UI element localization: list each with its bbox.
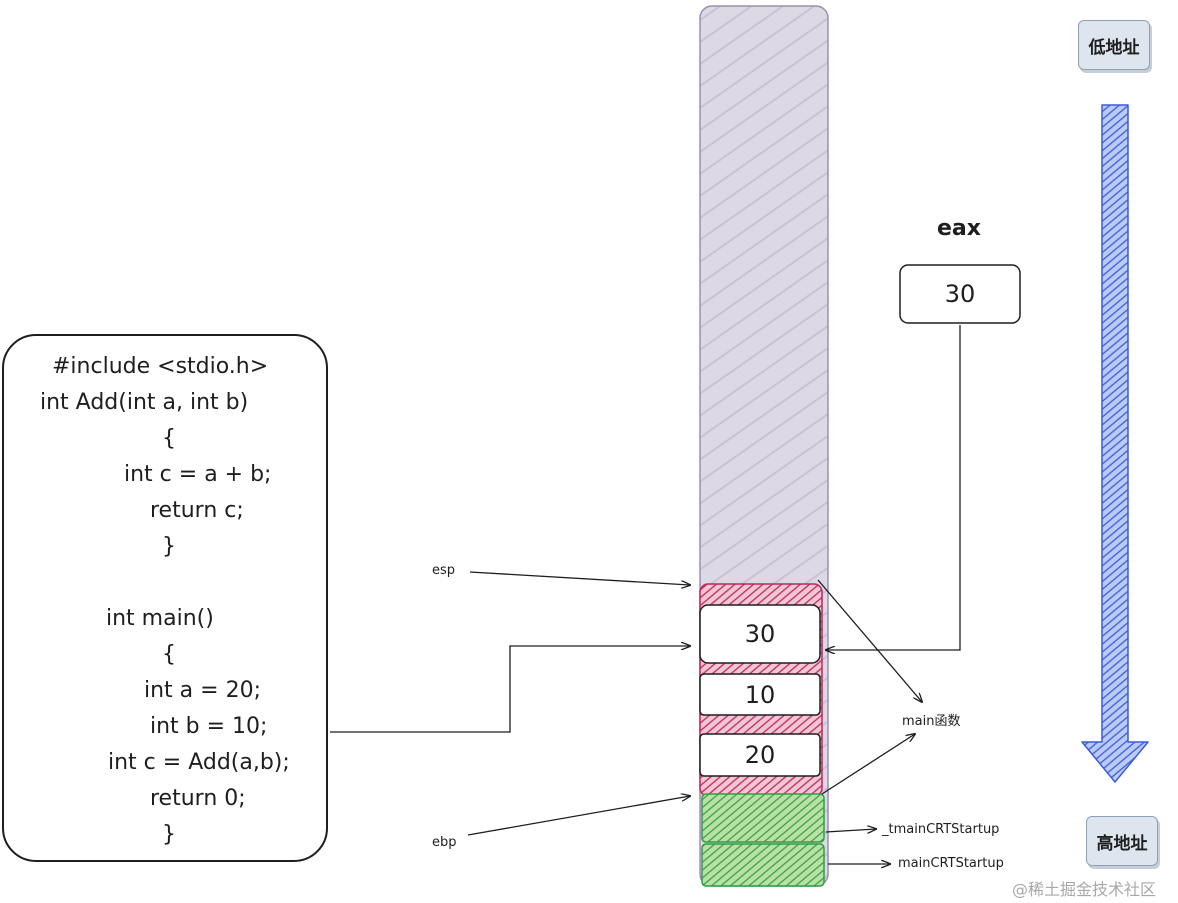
code-line: int c = Add(a,b); — [108, 750, 290, 775]
tmaincrtstartup-block — [701, 793, 825, 843]
low-address-badge: 低地址 — [1078, 20, 1150, 70]
code-line: int a = 20; — [144, 678, 261, 703]
code-line: int Add(int a, int b) — [40, 390, 249, 415]
esp-label: esp — [432, 563, 456, 578]
ebp-arrow — [467, 796, 690, 836]
code-line: { — [162, 426, 176, 451]
stack-cell-b — [699, 673, 821, 716]
code-line: int c = a + b; — [124, 462, 272, 487]
tmaincrtstartup-arrow — [825, 829, 876, 832]
code-line: return c; — [150, 498, 244, 523]
code-line: int b = 10; — [150, 714, 268, 739]
code-line: } — [162, 822, 176, 847]
code-box: #include <stdio.h> int Add(int a, int b)… — [2, 334, 328, 862]
code-line: { — [162, 642, 176, 667]
stack-cell-value-c: 30 — [744, 620, 776, 648]
eax-box — [899, 264, 1021, 324]
eax-to-stack-connector — [826, 325, 961, 650]
address-direction-arrow — [1081, 104, 1149, 783]
stack-cell-value-b: 10 — [744, 680, 776, 709]
frame-bottom-to-main-label — [821, 734, 915, 795]
code-line: int main() — [106, 606, 214, 631]
high-address-badge: 高地址 — [1086, 816, 1158, 866]
maincrtstartup-label: mainCRTStartup — [898, 856, 1004, 871]
frame-top-to-main-label — [817, 579, 922, 702]
code-line: } — [162, 534, 176, 559]
maincrtstartup-block — [701, 843, 825, 887]
esp-arrow — [469, 571, 690, 585]
ebp-label: ebp — [432, 835, 457, 850]
eax-label: eax — [937, 216, 981, 241]
eax-value: 30 — [944, 280, 976, 308]
code-line: #include <stdio.h> — [52, 354, 269, 379]
stack-cell-c — [699, 604, 821, 664]
main-frame-label: main函数 — [902, 714, 961, 729]
code-to-stack-connector — [330, 646, 690, 733]
tmaincrtstartup-label: _tmainCRTStartup — [882, 822, 1000, 837]
stack-cell-a — [699, 733, 821, 777]
stack-cell-value-a: 20 — [744, 741, 776, 769]
code-line: return 0; — [150, 786, 246, 811]
watermark: @稀土掘金技术社区 — [1012, 880, 1157, 899]
